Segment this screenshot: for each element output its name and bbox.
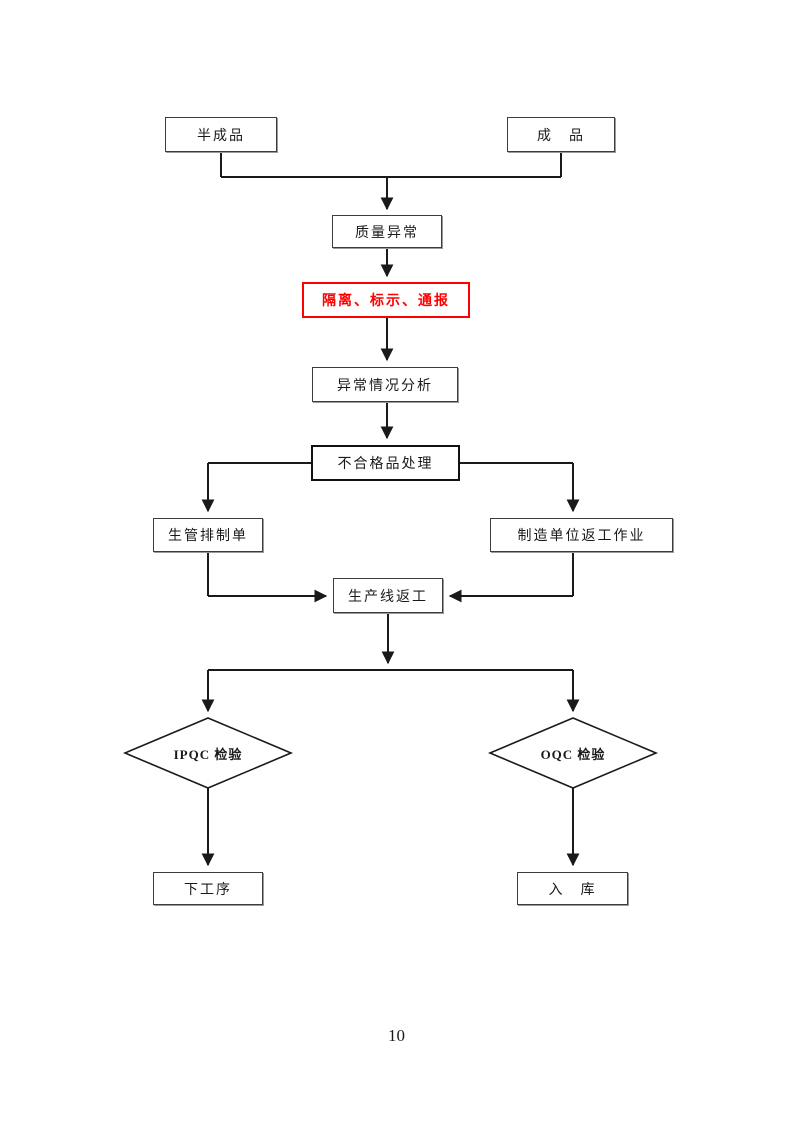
flow-node-production-line-rework: 生产线返工 — [333, 578, 443, 613]
flow-node-isolate-mark-notify: 隔离、标示、通报 — [302, 282, 470, 318]
flow-node-nonconforming-handling: 不合格品处理 — [311, 445, 460, 481]
flow-node-semi-finished: 半成品 — [165, 117, 277, 152]
ipqc-diamond-shape — [122, 717, 294, 789]
flow-node-production-control-order: 生管排制单 — [153, 518, 263, 552]
oqc-diamond-shape — [487, 717, 659, 789]
flow-node-abnormal-analysis: 异常情况分析 — [312, 367, 458, 402]
flow-node-quality-abnormal: 质量异常 — [332, 215, 442, 248]
flow-node-warehouse-in: 入 库 — [517, 872, 628, 905]
flow-node-finished: 成 品 — [507, 117, 615, 152]
flow-node-next-process: 下工序 — [153, 872, 263, 905]
flow-node-ipqc-inspection-label: IPQC 检验 — [173, 746, 243, 762]
page-number: 10 — [388, 1026, 405, 1045]
flow-node-oqc-inspection-label: OQC 检验 — [540, 746, 606, 762]
flow-node-mfg-unit-rework: 制造单位返工作业 — [490, 518, 673, 552]
arrow-lines — [201, 177, 580, 867]
plain-lines — [207, 152, 574, 671]
